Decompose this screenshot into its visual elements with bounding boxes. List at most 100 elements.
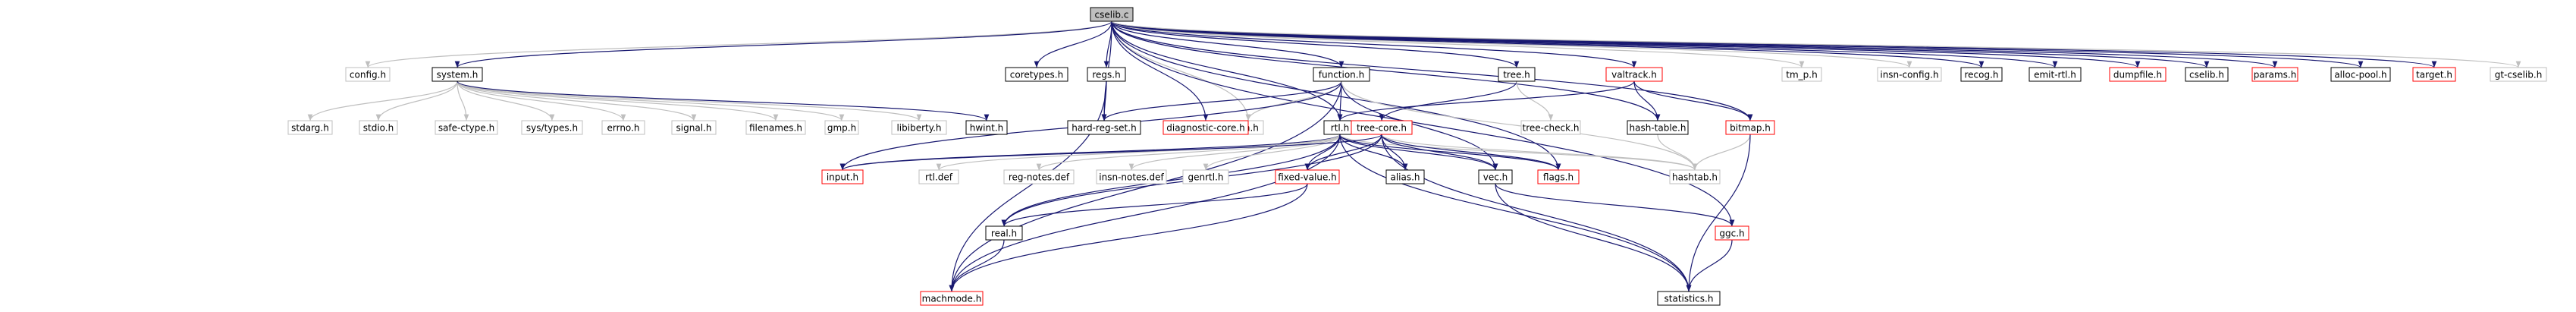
node-config-h: config.h: [345, 67, 391, 82]
node-machmode-h[interactable]: machmode.h: [920, 291, 984, 306]
edge-system_h-to-gmp_h: [457, 80, 845, 121]
node-box: [2185, 67, 2229, 82]
edge-tree_core_h-to-hashtab_h: [1381, 134, 1698, 171]
node-vec-h[interactable]: vec.h: [1478, 169, 1513, 184]
node-params-h[interactable]: params.h: [2251, 67, 2298, 82]
node-fixed-value-h[interactable]: fixed-value.h: [1275, 169, 1340, 184]
node-label: rtl.h: [1331, 123, 1349, 134]
node-errno-h: errno.h: [601, 120, 645, 135]
node-alias-h[interactable]: alias.h: [1385, 169, 1425, 184]
edge-cselib_c-to-tm_p_h: [1111, 20, 1805, 68]
edge-cselib_c-to-flags_h: [1111, 20, 1561, 171]
edge-cselib_c-to-tree_h: [1111, 20, 1520, 68]
node-ggc-h[interactable]: ggc.h: [1715, 225, 1749, 241]
node-emit-rtl-h[interactable]: emit-rtl.h: [2028, 67, 2082, 82]
node-diagnostic-core-h[interactable]: diagnostic-core.h: [1162, 120, 1249, 135]
edge-rtl_h-to-genrtl_h: [1203, 134, 1341, 171]
node-hard-reg-set-h[interactable]: hard-reg-set.h: [1067, 120, 1141, 135]
node-libiberty-h: libiberty.h: [891, 120, 947, 135]
node-label: dumpfile.h: [2113, 70, 2162, 80]
node-label: sys/types.h: [526, 123, 578, 134]
node-sys-types-h: sys/types.h: [521, 120, 583, 135]
edge-cselib_c-to-recog_h: [1111, 20, 1985, 68]
node-label: libiberty.h: [896, 123, 941, 134]
node-box: [1067, 120, 1141, 135]
node-box: [1162, 120, 1249, 135]
node-box: [1003, 169, 1075, 184]
node-label: tree.h: [1503, 70, 1530, 80]
node-alloc-pool-h[interactable]: alloc-pool.h: [2330, 67, 2391, 82]
edge-cselib_c-to-gt_cselib_h: [1111, 20, 2521, 68]
edge-rtl_h-to-statistics_h: [1339, 134, 1692, 292]
edge-regs_h-to-machmode_h: [949, 80, 1107, 292]
node-rtl-def: rtl.def: [918, 169, 959, 184]
node-box: [1385, 169, 1425, 184]
node-rtl-h[interactable]: rtl.h: [1323, 120, 1357, 135]
node-hash-table-h[interactable]: hash-table.h: [1627, 120, 1689, 135]
node-cselib-c[interactable]: cselib.c: [1090, 7, 1134, 22]
node-box: [1005, 67, 1068, 82]
node-label: emit-rtl.h: [2034, 70, 2076, 80]
node-label: tree-core.h: [1357, 123, 1407, 134]
edge-system_h-to-safe_ctype_h: [457, 80, 469, 121]
node-label: hash-table.h: [1630, 123, 1686, 134]
node-label: statistics.h: [1665, 294, 1714, 304]
node-statistics-h[interactable]: statistics.h: [1657, 291, 1721, 306]
node-box: [435, 120, 498, 135]
node-tree-core-h[interactable]: tree-core.h: [1351, 120, 1413, 135]
node-cselib-h[interactable]: cselib.h: [2185, 67, 2229, 82]
edge-system_h-to-libiberty_h: [457, 80, 922, 121]
node-box: [1725, 120, 1775, 135]
edge-cselib_c-to-rtl_h: [1111, 20, 1343, 121]
node-label: hashtab.h: [1672, 172, 1718, 183]
edge-cselib_c-to-system_h: [454, 20, 1112, 68]
node-dumpfile-h[interactable]: dumpfile.h: [2109, 67, 2167, 82]
edge-cselib_c-to-coretypes_h: [1034, 20, 1112, 68]
edge-cselib_c-to-dumpfile_h: [1111, 20, 2140, 68]
edge-system_h-to-filenames_h: [457, 80, 779, 121]
node-recog-h[interactable]: recog.h: [1960, 67, 2003, 82]
node-label: bitmap.h: [1730, 123, 1771, 134]
node-input-h[interactable]: input.h: [821, 169, 864, 184]
node-tree-h[interactable]: tree.h: [1498, 67, 1536, 82]
node-regs-h[interactable]: regs.h: [1087, 67, 1126, 82]
node-box: [824, 120, 859, 135]
node-label: insn-notes.def: [1099, 172, 1164, 183]
node-tree-check-h: tree-check.h: [1520, 120, 1581, 135]
node-system-h[interactable]: system.h: [431, 67, 483, 82]
node-valtrack-h[interactable]: valtrack.h: [1605, 67, 1663, 82]
node-flags-h[interactable]: flags.h: [1537, 169, 1580, 184]
edge-cselib_c-to-emit_rtl_h: [1111, 20, 2058, 68]
node-target-h[interactable]: target.h: [2412, 67, 2456, 82]
node-label: gt-cselib.h: [2495, 70, 2543, 80]
node-box: [2028, 67, 2082, 82]
node-box: [2109, 67, 2167, 82]
node-box: [1182, 169, 1229, 184]
edge-system_h-to-errno_h: [457, 80, 626, 121]
node-signal-h: signal.h: [671, 120, 717, 135]
node-box: [1605, 67, 1663, 82]
node-label: vec.h: [1483, 172, 1508, 183]
node-label: regs.h: [1092, 70, 1120, 80]
node-function-h[interactable]: function.h: [1313, 67, 1370, 82]
node-bitmap-h[interactable]: bitmap.h: [1725, 120, 1775, 135]
node-box: [918, 169, 959, 184]
edge-tree_h-to-tree_check_h: [1516, 80, 1554, 121]
edge-fixed_value_h-to-real_h: [1001, 183, 1308, 227]
node-box: [985, 225, 1023, 241]
edge-valtrack_h-to-bitmap_h: [1633, 80, 1753, 121]
edge-rtl_h-to-input_h: [839, 134, 1341, 171]
node-coretypes-h[interactable]: coretypes.h: [1005, 67, 1068, 82]
edge-rtl_h-to-real_h: [1001, 134, 1341, 227]
node-hwint-h[interactable]: hwint.h: [965, 120, 1008, 135]
node-reg-notes-def: reg-notes.def: [1003, 169, 1075, 184]
edge-vec_h-to-ggc_h: [1495, 183, 1735, 227]
node-box: [521, 120, 583, 135]
node-box: [891, 120, 947, 135]
node-label: system.h: [437, 70, 478, 80]
node-label: real.h: [991, 228, 1017, 239]
edge-tree_core_h-to-flags_h: [1381, 134, 1561, 171]
edge-bitmap_h-to-statistics_h: [1686, 134, 1751, 292]
edge-cselib_c-to-alloc_pool_h: [1111, 20, 2363, 68]
node-real-h[interactable]: real.h: [985, 225, 1023, 241]
